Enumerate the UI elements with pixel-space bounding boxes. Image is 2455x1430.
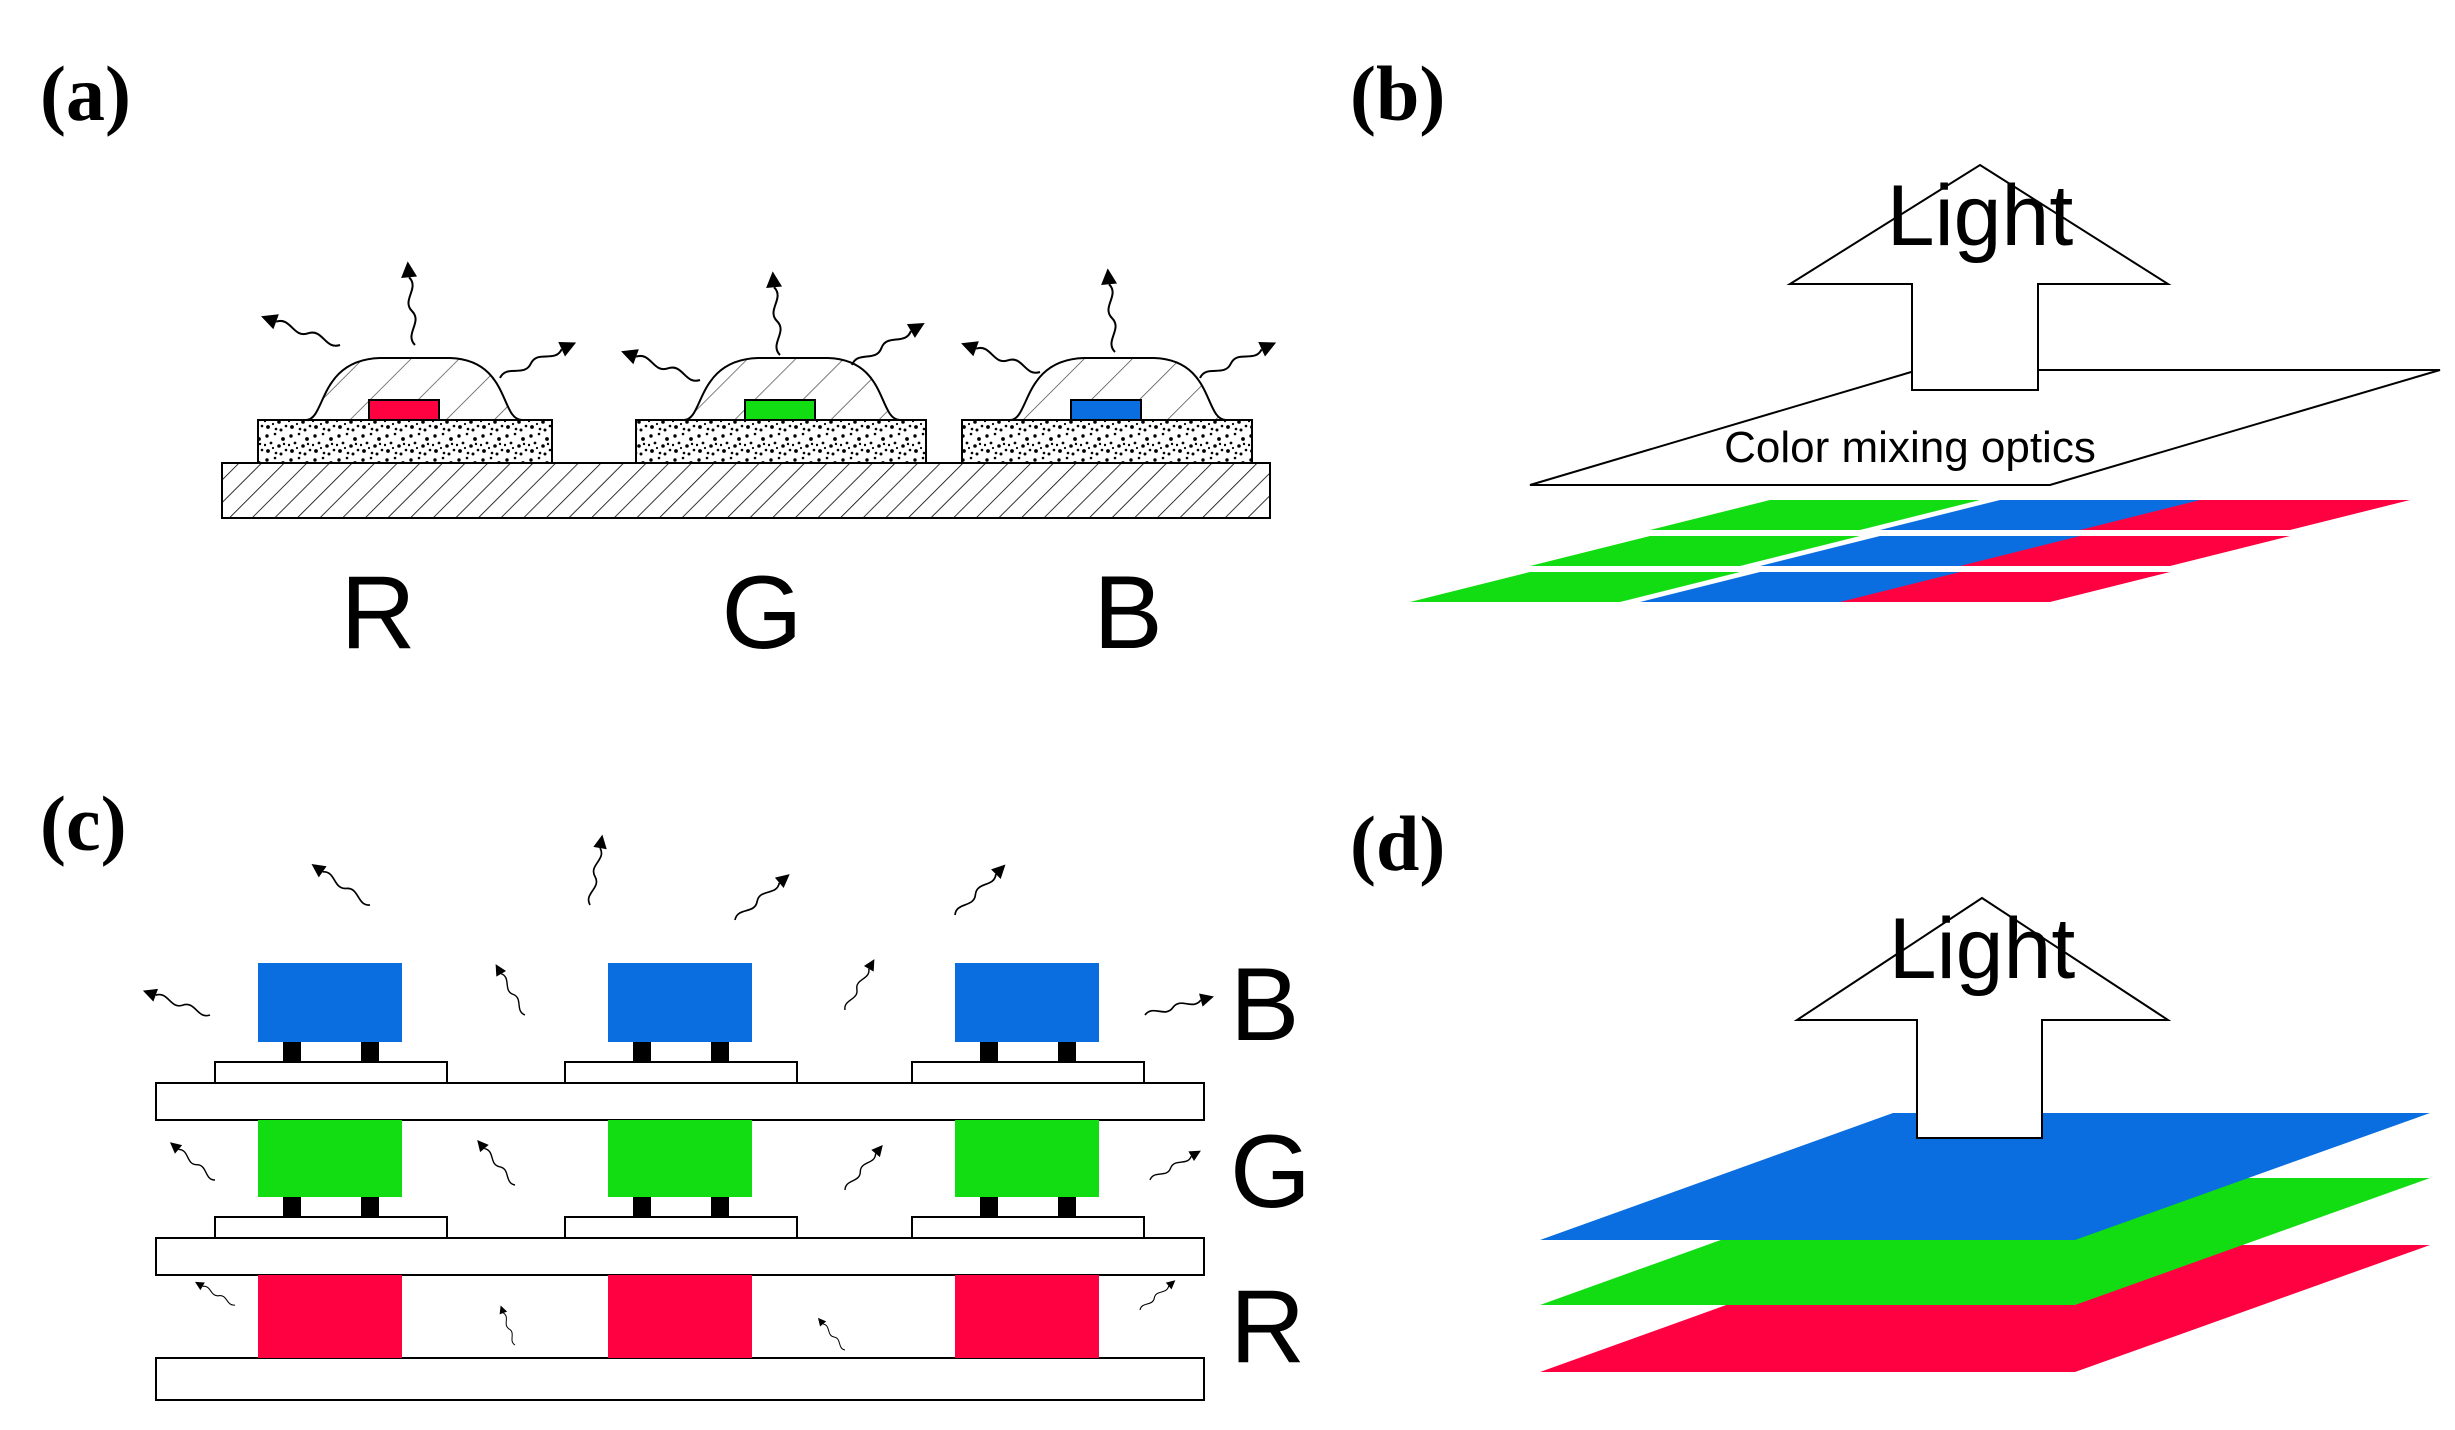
pixel-green — [1410, 572, 1740, 602]
micro-led-red — [955, 1275, 1099, 1358]
micro-led-green — [608, 1120, 752, 1197]
layer-label-b: B — [1230, 947, 1299, 1063]
panel-b-label: (b) — [1350, 50, 1445, 137]
pixel-red — [1960, 536, 2290, 566]
led-package-g — [617, 269, 930, 464]
panel-b: (b) Color mixing optics Light — [1350, 50, 2441, 602]
led-die-red — [368, 399, 440, 421]
led-cell — [911, 1120, 1145, 1239]
chip-submount — [635, 419, 927, 464]
micro-led-red — [608, 1275, 752, 1358]
chip-submount — [961, 419, 1253, 464]
led-die-blue — [1070, 399, 1142, 421]
chip-label-b: B — [1093, 555, 1162, 671]
led-package-r — [257, 259, 581, 464]
substrate-base — [221, 462, 1271, 519]
light-label: Light — [1889, 901, 2076, 997]
micro-led-green — [955, 1120, 1099, 1197]
panel-c-label: (c) — [40, 780, 127, 867]
panel-d: (d) Light — [1350, 800, 2430, 1372]
panel-a: (a) R G — [40, 50, 1281, 671]
micro-led-green — [258, 1120, 402, 1197]
led-cell — [911, 963, 1145, 1084]
led-cell — [214, 963, 448, 1084]
led-package-b — [957, 266, 1281, 464]
pixel-blue — [1880, 500, 2210, 530]
layer-b — [214, 963, 1145, 1084]
led-cell — [214, 1120, 448, 1239]
pixel-green — [1650, 500, 1980, 530]
pixel-red — [2080, 500, 2410, 530]
led-die-green — [744, 399, 816, 421]
panel-a-label: (a) — [40, 50, 131, 137]
micro-led-red — [258, 1275, 402, 1358]
encapsulant-dome — [683, 357, 901, 421]
pixel-blue — [1760, 536, 2090, 566]
light-label: Light — [1887, 168, 2074, 264]
layer-label-g: G — [1230, 1114, 1311, 1230]
micro-led-blue — [608, 963, 752, 1042]
pixel-red — [1840, 572, 2170, 602]
encapsulant-dome — [305, 357, 523, 421]
substrate-plate — [155, 1237, 1205, 1276]
red-emitter-layer — [1540, 1245, 2430, 1372]
layer-label-r: R — [1230, 1269, 1305, 1385]
pixel-green — [1530, 536, 1860, 566]
chip-label-r: R — [340, 555, 415, 671]
panel-c: (c) — [40, 780, 1311, 1401]
light-arrow — [1786, 163, 2172, 391]
layer-r — [258, 1275, 1099, 1358]
encapsulant-dome — [1009, 357, 1227, 421]
light-arrow — [1793, 896, 2172, 1139]
substrate-plate — [155, 1082, 1205, 1121]
pixel-blue — [1640, 572, 1970, 602]
led-cell — [564, 963, 798, 1084]
blue-emitter-layer — [1540, 1113, 2430, 1240]
optics-label: Color mixing optics — [1724, 423, 2096, 472]
panel-d-label: (d) — [1350, 800, 1445, 887]
color-mixing-optics-plane — [1529, 369, 2441, 486]
led-cell — [564, 1120, 798, 1239]
layer-g — [214, 1120, 1145, 1239]
micro-led-blue — [955, 963, 1099, 1042]
substrate-plate — [155, 1357, 1205, 1401]
green-emitter-layer — [1540, 1178, 2430, 1305]
chip-submount — [257, 419, 553, 464]
chip-label-g: G — [722, 555, 803, 671]
micro-led-blue — [258, 963, 402, 1042]
